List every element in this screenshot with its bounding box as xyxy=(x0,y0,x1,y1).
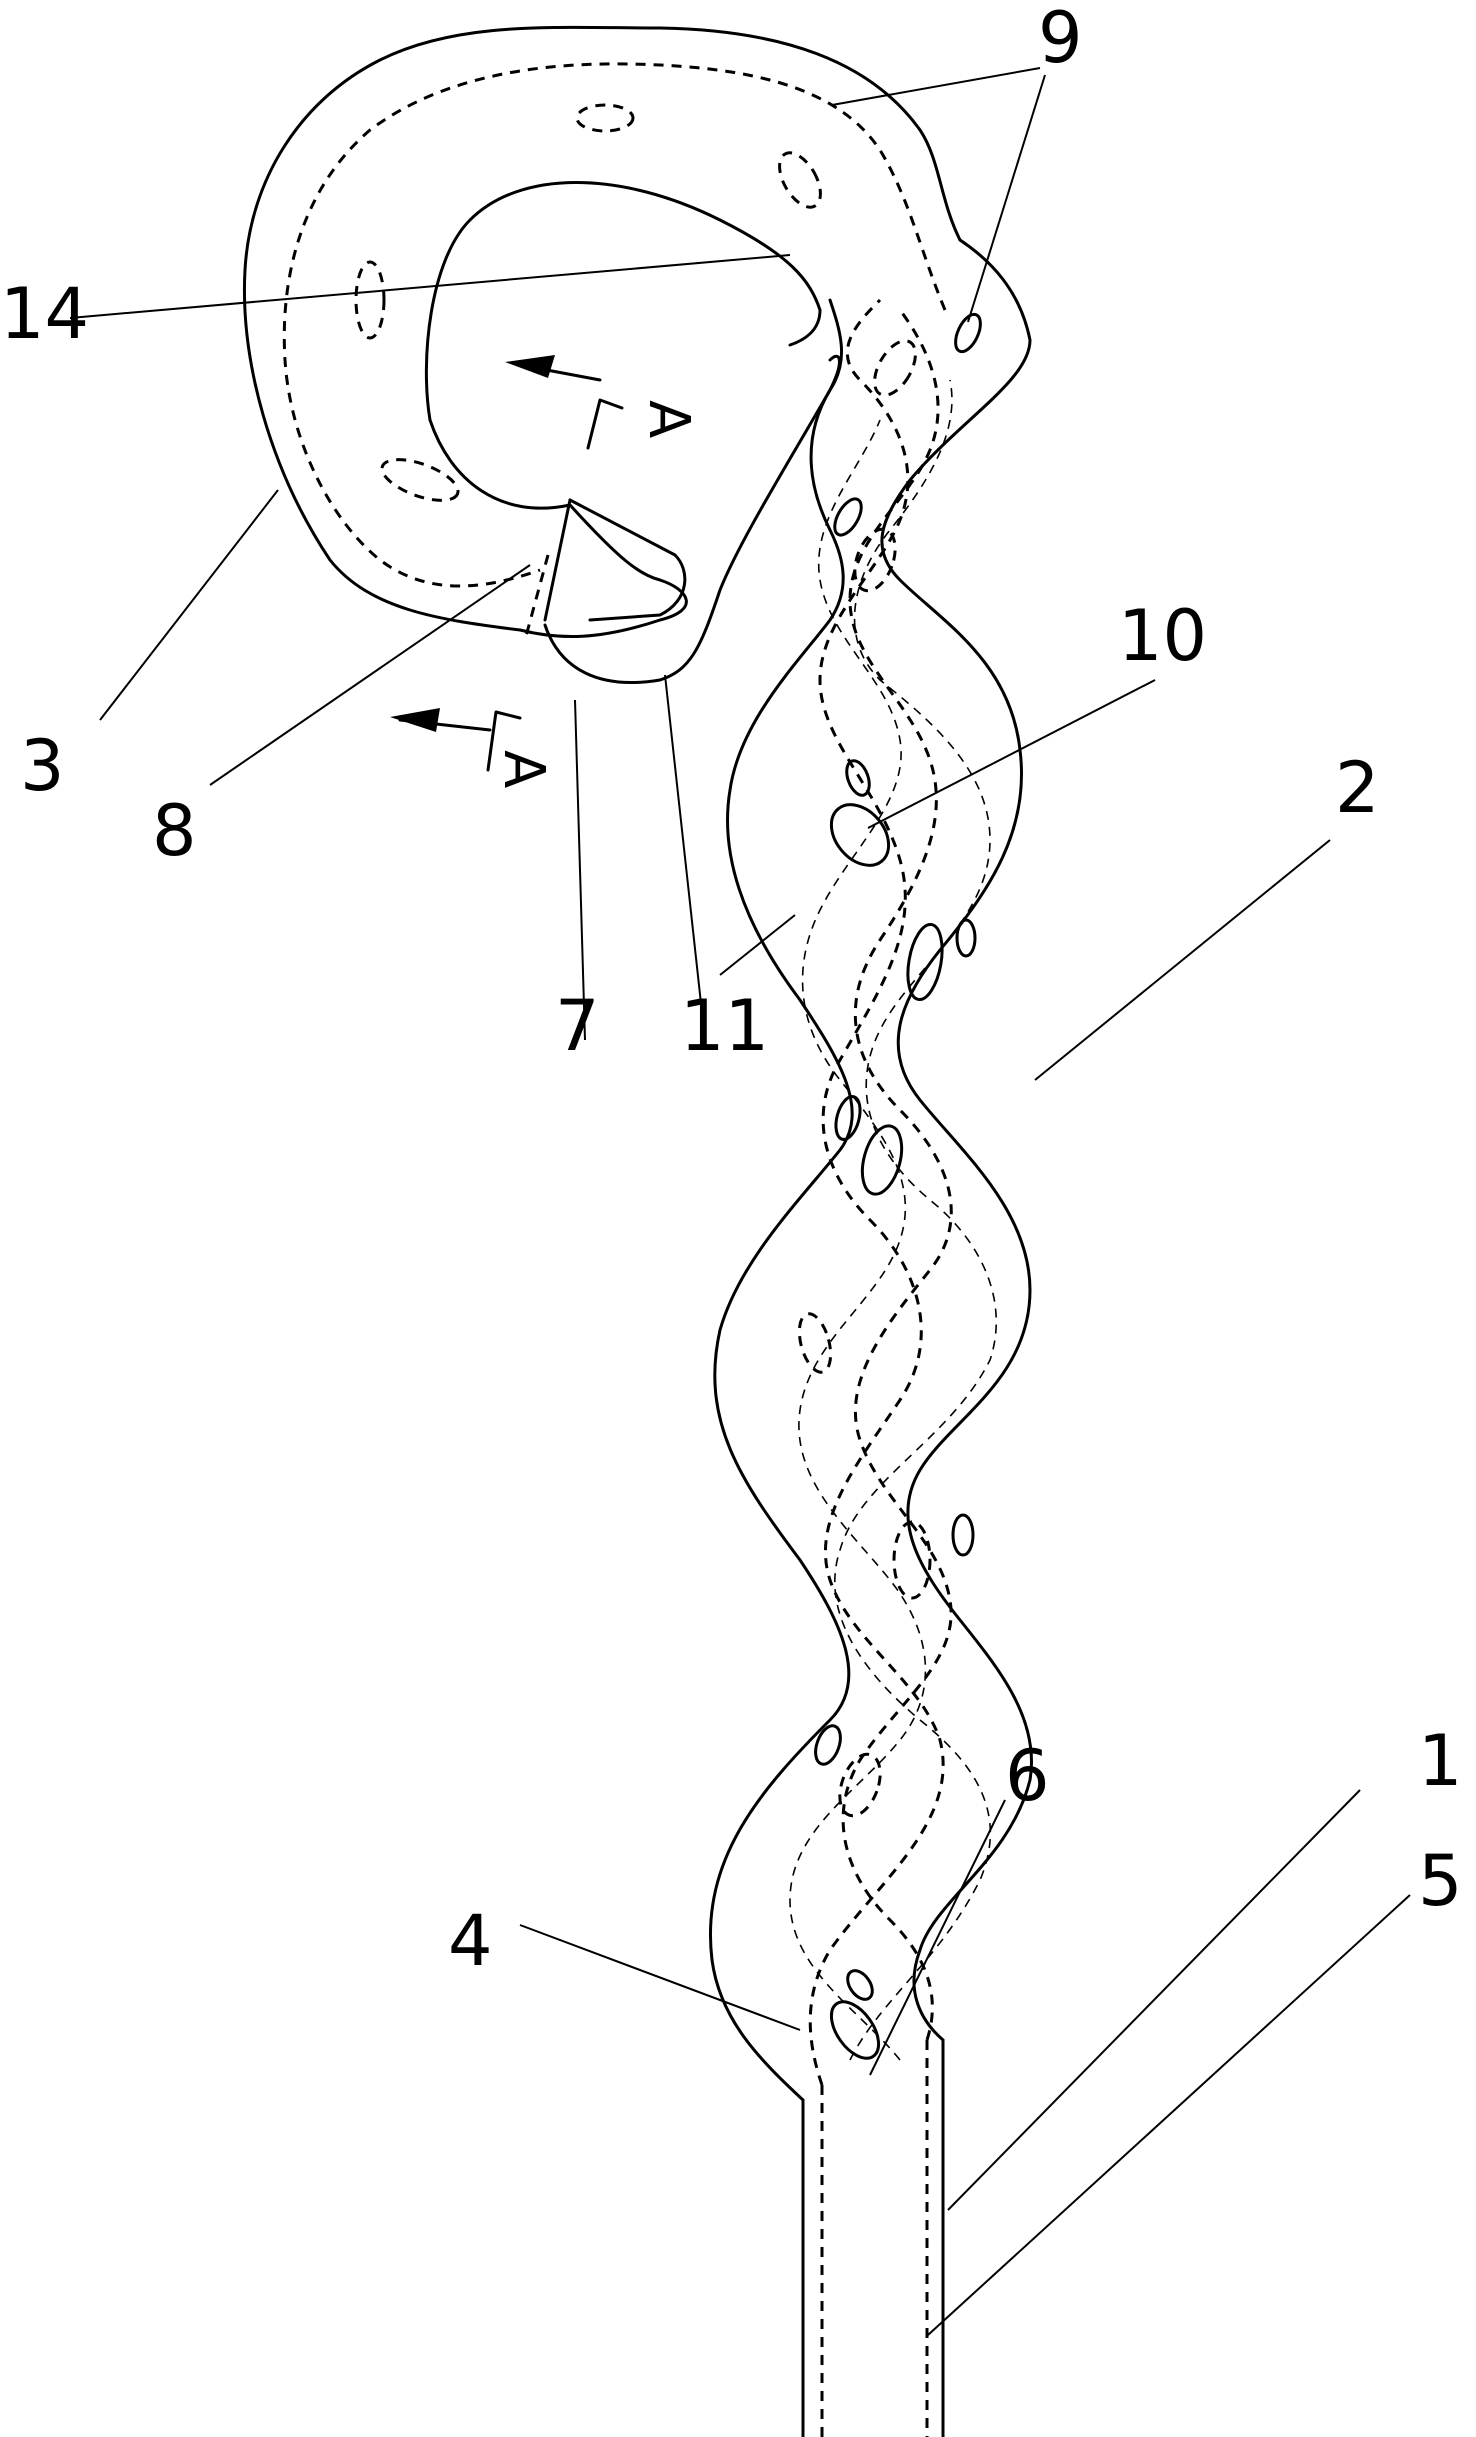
section-arrow-top: A xyxy=(505,355,701,450)
ring-head xyxy=(242,25,962,639)
reference-numerals: 9 14 10 2 3 8 7 11 4 6 1 5 xyxy=(0,0,1463,1982)
label-14: 14 xyxy=(0,273,89,355)
shaft xyxy=(801,2038,945,2437)
section-arrow-bottom: A xyxy=(390,708,556,788)
section-mark-bottom: A xyxy=(491,750,556,788)
label-5: 5 xyxy=(1418,1840,1463,1922)
tip-section xyxy=(523,354,841,685)
label-11: 11 xyxy=(680,985,769,1067)
label-9: 9 xyxy=(1038,0,1083,79)
section-mark-top: A xyxy=(636,400,701,438)
label-7: 7 xyxy=(555,985,600,1067)
label-4: 4 xyxy=(448,1900,493,1982)
label-8: 8 xyxy=(152,790,197,872)
label-10: 10 xyxy=(1118,595,1207,677)
label-6: 6 xyxy=(1005,1735,1050,1817)
leader-lines xyxy=(69,67,1411,2336)
label-2: 2 xyxy=(1335,747,1380,829)
label-1: 1 xyxy=(1418,1720,1463,1802)
label-3: 3 xyxy=(20,725,65,807)
helical-body xyxy=(709,238,1033,2102)
